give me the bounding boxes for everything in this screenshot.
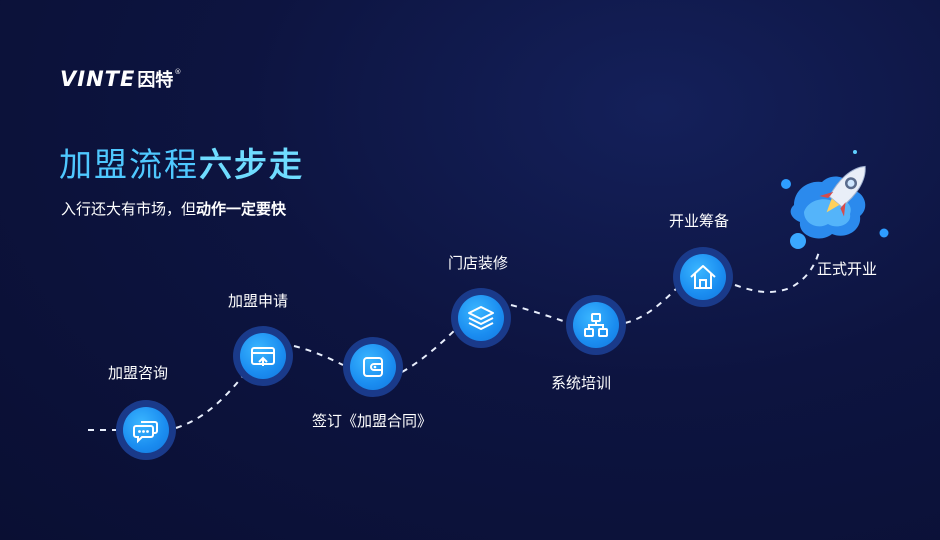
step-label-decor: 门店装修 <box>448 254 509 272</box>
page-title: 加盟流程六步走 <box>59 138 304 186</box>
step-label-apply: 加盟申请 <box>228 292 289 310</box>
layers-icon <box>468 306 494 330</box>
step-label-prep: 开业筹备 <box>669 212 730 230</box>
network-icon <box>584 313 608 337</box>
step-label-open: 正式开业 <box>817 260 878 278</box>
registered-mark: ® <box>174 68 182 76</box>
wallet-icon <box>363 357 383 377</box>
step-prep[interactable] <box>673 247 733 307</box>
page-subtitle: 入行还大有市场，但动作一定要快 <box>61 198 286 219</box>
chat-bubble-icon <box>133 421 158 444</box>
step-consult[interactable] <box>116 400 176 460</box>
brand-name-cn: 因特 <box>137 70 174 91</box>
step-contract[interactable] <box>343 337 403 397</box>
step-label-consult: 加盟咨询 <box>108 364 169 382</box>
brand-name-en: VINTE <box>60 67 136 91</box>
step-apply[interactable] <box>233 326 293 386</box>
step-label-contract: 签订《加盟合同》 <box>312 412 433 430</box>
title-strong: 六步走 <box>199 145 304 184</box>
brand-logo: VINTE 因特 ® <box>60 66 181 92</box>
house-icon <box>690 265 716 289</box>
rocket-icon <box>781 150 889 249</box>
subtitle-main: 入行还大有市场，但 <box>61 200 197 218</box>
subtitle-strong: 动作一定要快 <box>196 200 287 218</box>
title-main: 加盟流程 <box>59 145 199 184</box>
step-training[interactable] <box>566 295 626 355</box>
card-upload-icon <box>251 347 275 366</box>
step-label-training: 系统培训 <box>551 374 612 392</box>
step-decor[interactable] <box>451 288 511 348</box>
